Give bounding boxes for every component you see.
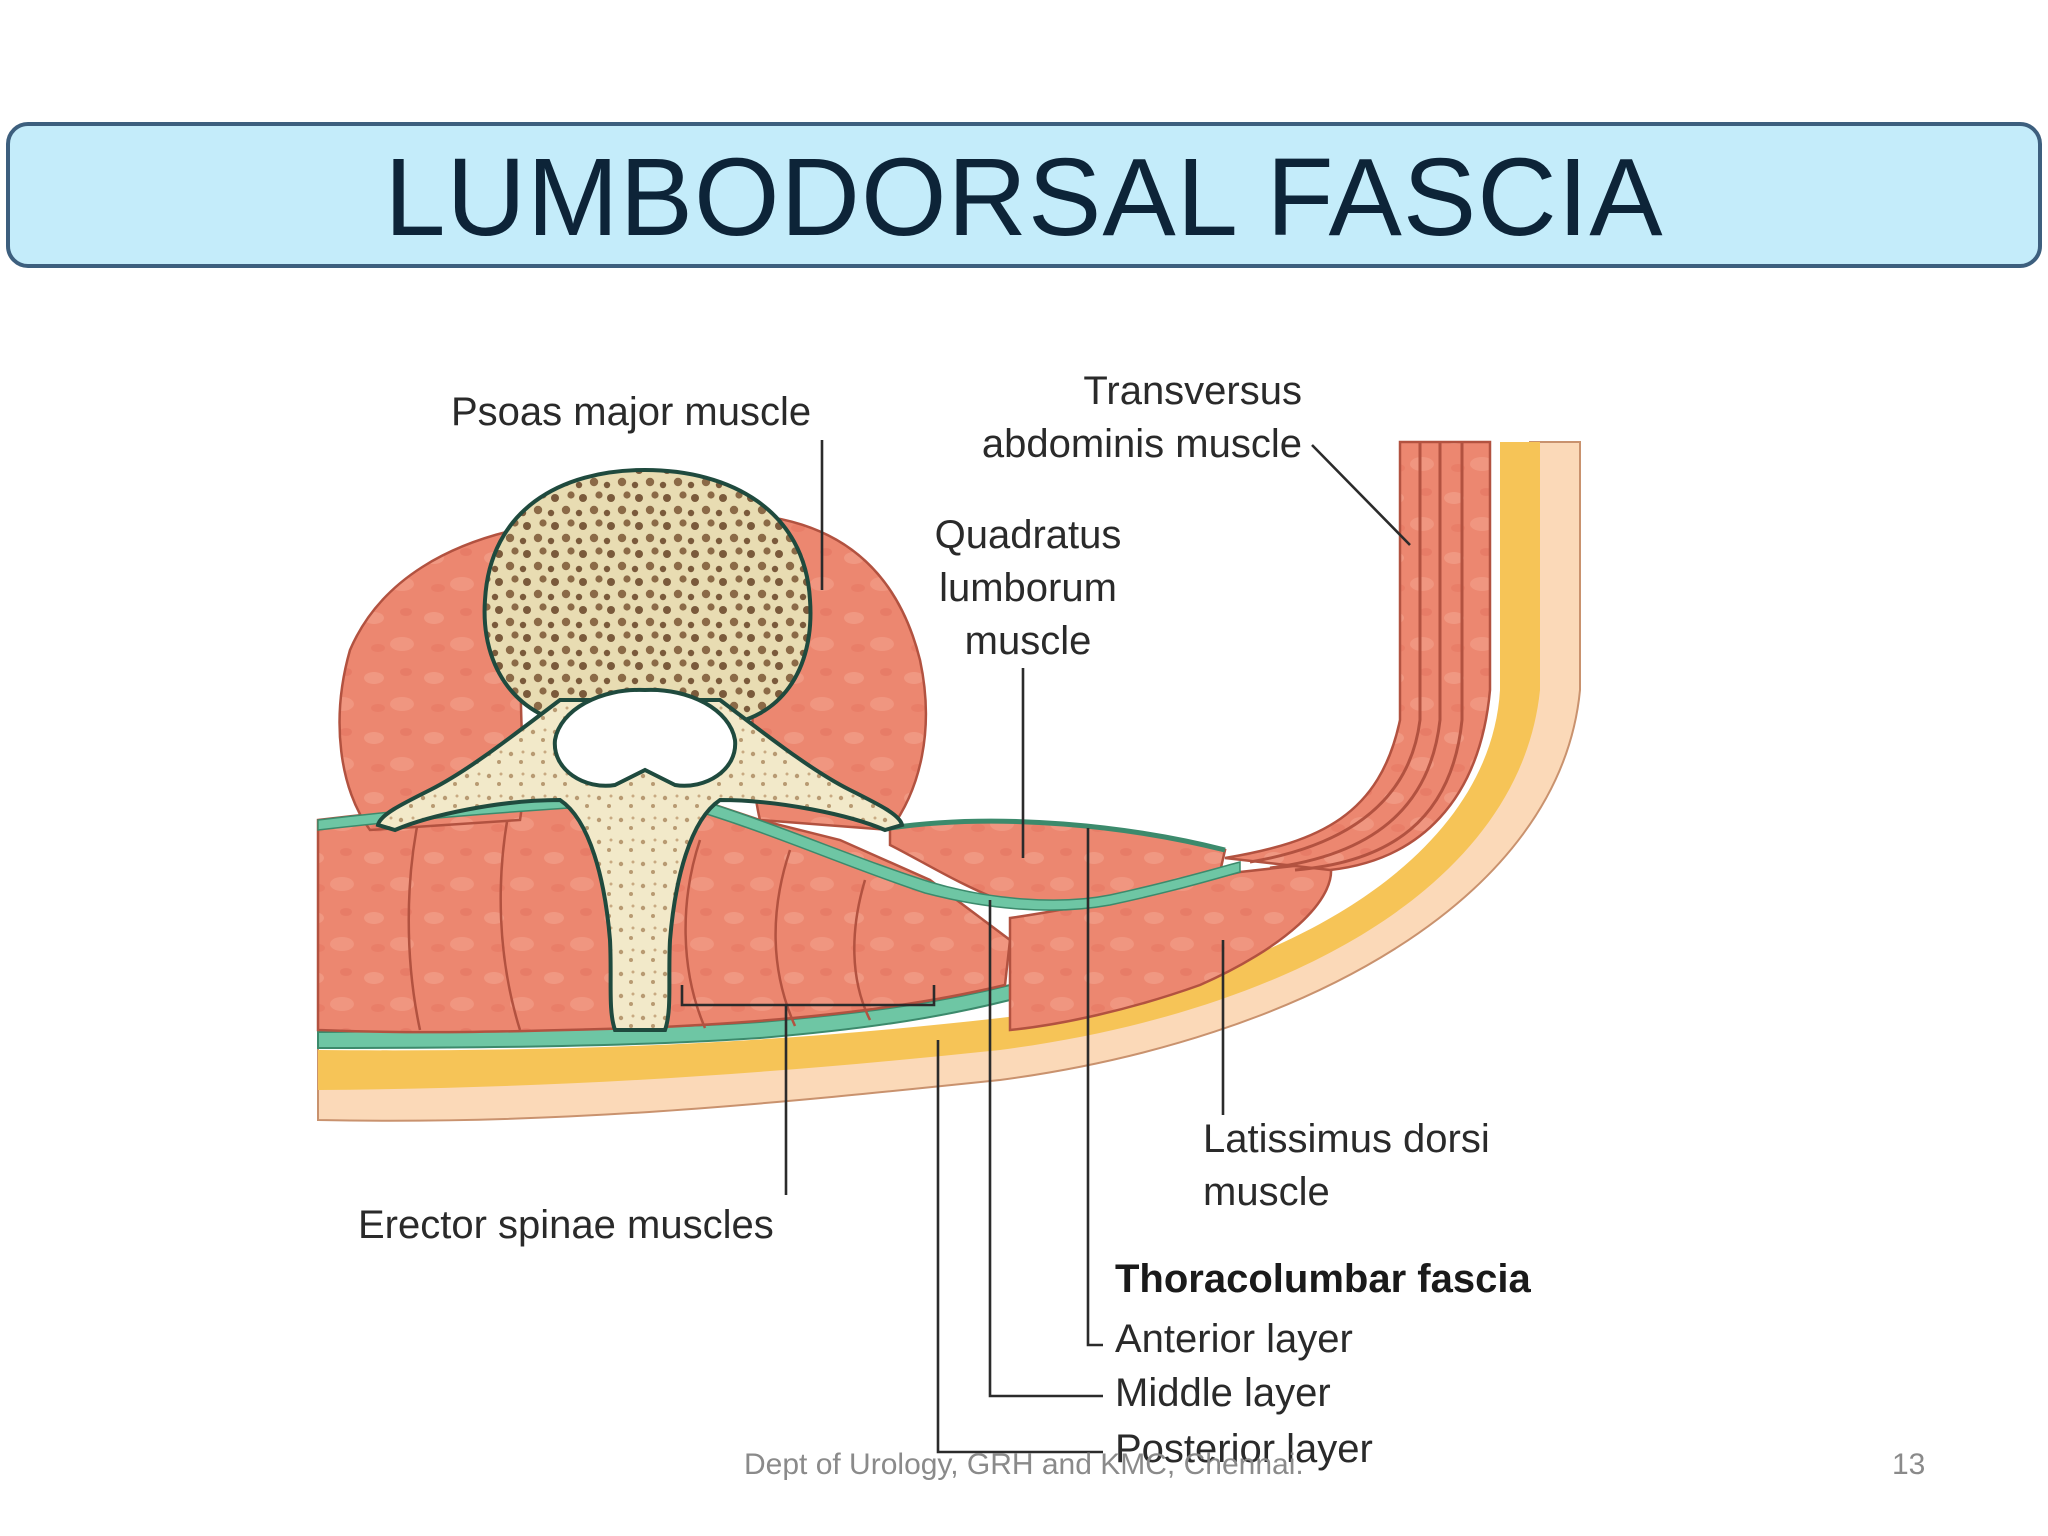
page-number: 13	[1892, 1448, 1926, 1481]
footer-credit: Dept of Urology, GRH and KMC, Chennai.	[744, 1448, 1304, 1481]
label-quadratus-3: muscle	[965, 619, 1092, 663]
label-thoracolumbar: Thoracolumbar fascia	[1115, 1257, 1531, 1301]
label-transversus-2: abdominis muscle	[982, 422, 1302, 466]
label-erector: Erector spinae muscles	[358, 1203, 774, 1247]
vertebral-foramen	[552, 687, 738, 788]
transversus-abdominis-shape	[1224, 440, 1492, 872]
vertebral-body	[482, 467, 813, 727]
title-bar: LUMBODORSAL FASCIA	[6, 122, 2042, 268]
abdominal-layers	[1249, 442, 1464, 872]
label-middle: Middle layer	[1115, 1371, 1331, 1415]
slide-title: LUMBODORSAL FASCIA	[384, 135, 1664, 259]
label-anterior: Anterior layer	[1115, 1317, 1353, 1361]
vertebral-arch	[375, 698, 905, 1032]
leader-lines	[680, 440, 1411, 1454]
label-quadratus-2: lumborum	[939, 566, 1117, 610]
middle-fascia	[317, 794, 1241, 911]
label-quadratus-1: Quadratus	[935, 513, 1122, 557]
label-transversus-1: Transversus	[1083, 369, 1302, 413]
label-latissimus-1: Latissimus dorsi	[1203, 1117, 1490, 1161]
label-latissimus-2: muscle	[1203, 1170, 1330, 1214]
anterior-fascia	[889, 818, 1226, 853]
label-posterior: Posterior layer	[1115, 1427, 1373, 1471]
label-psoas: Psoas major muscle	[451, 390, 811, 434]
